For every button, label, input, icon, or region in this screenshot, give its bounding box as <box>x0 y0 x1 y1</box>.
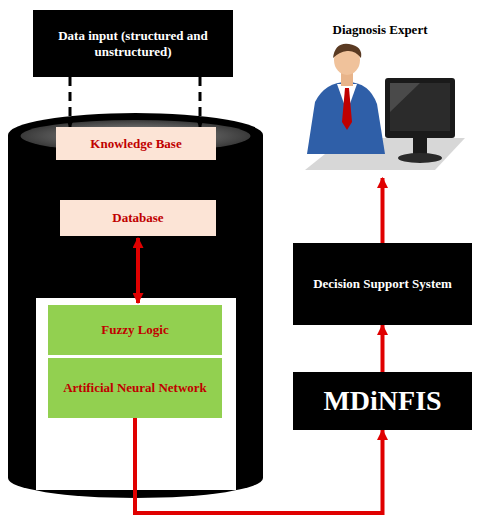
mdinfis-box: MDiNFIS <box>293 372 472 430</box>
node-label: Decision Support System <box>313 276 452 292</box>
flow-arrow <box>135 418 383 513</box>
node-label: Data input (structured and unstructured) <box>41 28 225 59</box>
node-label: Database <box>112 210 163 226</box>
input-box: Data input (structured and unstructured) <box>33 10 233 77</box>
knowledge-base-box: Knowledge Base <box>56 127 216 160</box>
expert-figure: Diagnosis Expert <box>285 22 475 180</box>
dss-box: Decision Support System <box>293 243 472 325</box>
node-label: Diagnosis Expert <box>333 22 428 38</box>
cylinder-top-inner <box>21 120 251 152</box>
fuzzy-logic-box: Fuzzy Logic <box>48 305 222 355</box>
flow-arrow <box>381 325 385 372</box>
flow-arrow <box>136 238 140 303</box>
node-label: MDiNFIS <box>323 384 441 418</box>
node-label: Artificial Neural Network <box>63 380 207 396</box>
node-label: Knowledge Base <box>90 136 181 152</box>
node-label: Fuzzy Logic <box>101 322 169 338</box>
neural-network-box: Artificial Neural Network <box>48 358 222 418</box>
database-box: Database <box>60 200 216 236</box>
dashed-arrow <box>199 77 202 127</box>
dashed-arrow <box>69 77 72 127</box>
flow-arrow <box>381 178 385 243</box>
expert-illustration <box>285 42 475 180</box>
